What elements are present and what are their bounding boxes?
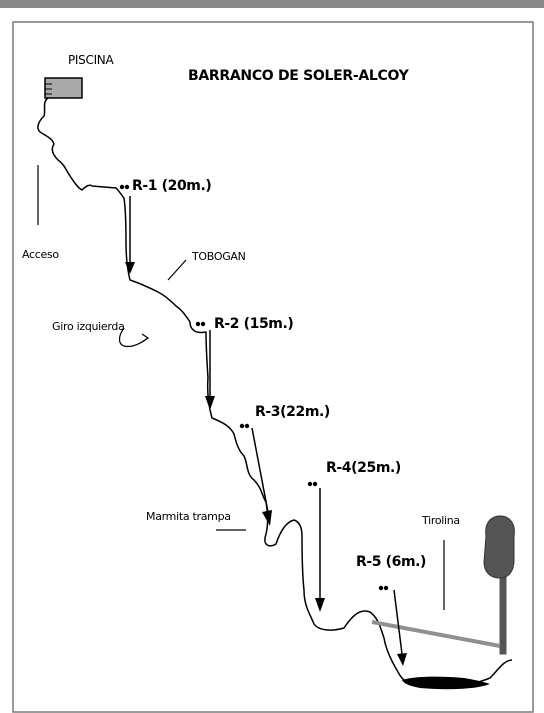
rappel-anchor-r5: [378, 585, 389, 591]
rappel-arrow-r4: [315, 488, 325, 612]
rappel-label-r5: R-5 (6m.): [356, 554, 426, 570]
rappel-label-r2: R-2 (15m.): [214, 316, 293, 332]
rappel-label-r4: R-4(25m.): [326, 460, 401, 476]
bottom-pool: [402, 676, 490, 690]
label-left-turn: Giro izquierda: [52, 320, 125, 333]
slide-pointer: [167, 259, 187, 281]
pool-icon: [44, 77, 83, 99]
label-slide: TOBOGAN: [191, 250, 246, 263]
tree-icon: [483, 515, 515, 655]
rappel-anchor-r4: [307, 481, 318, 487]
diagram-title: BARRANCO DE SOLER-ALCOY: [188, 68, 410, 84]
rappel-anchor-r2: [195, 321, 206, 327]
rappel-arrow-r1: [125, 196, 135, 274]
label-trap-pothole: Marmita trampa: [146, 510, 231, 523]
diagram-frame: [12, 21, 534, 713]
rappel-anchor-r1: [119, 184, 130, 190]
zipline-cable: [371, 620, 501, 648]
left-turn-arrow-icon: [118, 327, 150, 348]
label-pool: PISCINA: [68, 53, 114, 67]
top-border: [0, 0, 544, 8]
rappel-arrow-r5: [393, 589, 407, 666]
rappel-arrow-r3: [251, 427, 272, 526]
rappel-label-r1: R-1 (20m.): [132, 178, 211, 194]
label-access: Acceso: [22, 248, 59, 261]
label-zipline: Tirolina: [421, 514, 460, 527]
rappel-label-r3: R-3(22m.): [255, 404, 330, 420]
rappel-arrow-r2: [205, 330, 215, 410]
canyon-profile: [37, 97, 513, 686]
rappel-anchor-r3: [239, 423, 250, 429]
